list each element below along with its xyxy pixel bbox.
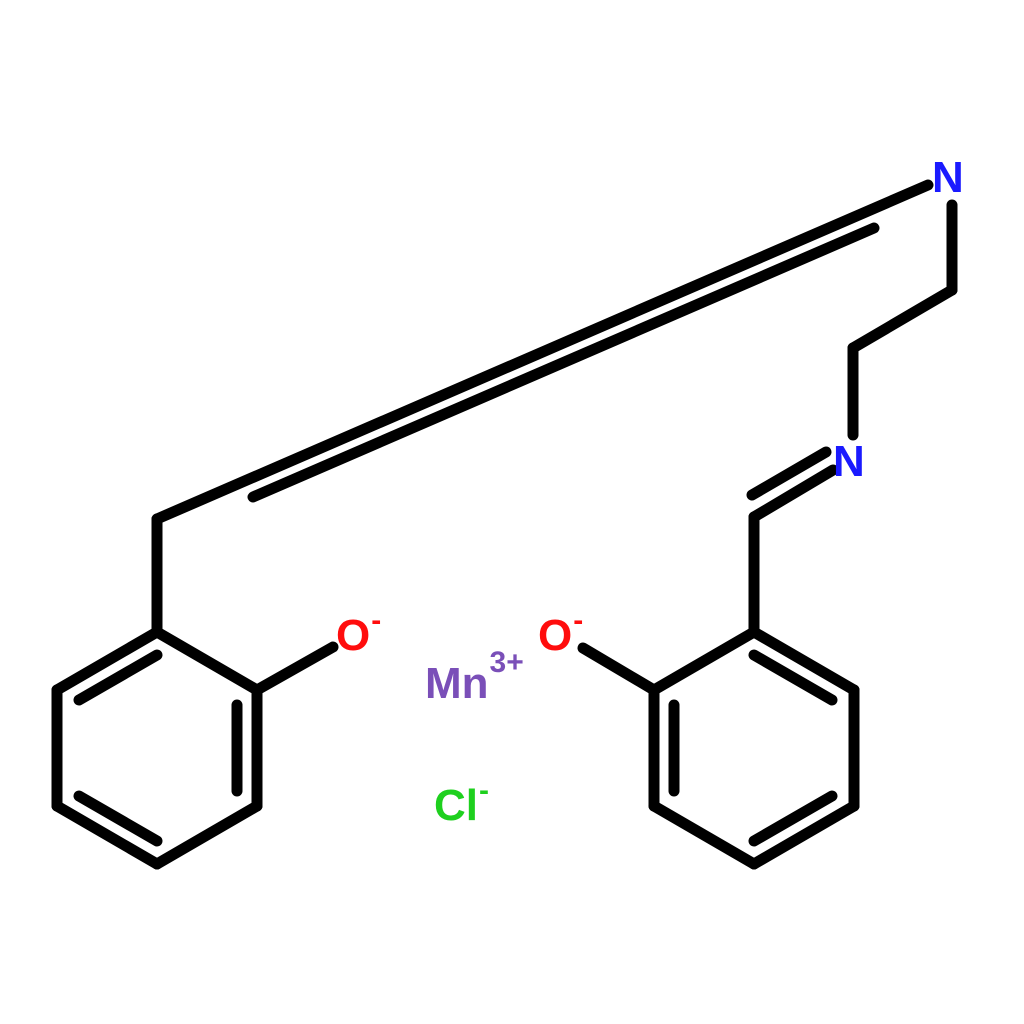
- atom-o-right: O-: [538, 606, 583, 660]
- atom-o-right-symbol: O: [538, 611, 573, 660]
- atom-cl-charge: -: [479, 774, 489, 807]
- ring-left-bond-1: [151, 626, 263, 696]
- ring-right-double-1: [748, 649, 838, 706]
- ring-left-bond-6: [51, 626, 163, 696]
- atom-o-left-symbol: O: [336, 611, 371, 660]
- atom-n-mid: N: [833, 440, 865, 484]
- atom-mn: Mn3+: [425, 648, 524, 708]
- ring-left-bond-4: [51, 800, 163, 870]
- atom-n-top: N: [932, 156, 964, 200]
- atom-n-mid-symbol: N: [833, 437, 865, 486]
- ring-left-bond-3: [151, 800, 263, 870]
- ring-right-bond-1: [748, 626, 860, 696]
- ring-right-bond-6: [648, 626, 760, 696]
- bond-alkyne-outer: [151, 179, 934, 525]
- ring-left-double-3: [73, 649, 163, 706]
- bond-alkyne-inner: [247, 222, 880, 503]
- bond-ch2-ch2: [847, 284, 958, 354]
- atom-n-top-symbol: N: [932, 153, 964, 202]
- atom-cl: Cl-: [434, 776, 489, 830]
- bond-right-c-o: [577, 642, 660, 696]
- bond-imine-outer: [748, 464, 839, 523]
- bond-left-c-o: [251, 641, 339, 696]
- atom-cl-symbol: Cl: [434, 781, 478, 830]
- atom-o-left-charge: -: [371, 604, 382, 637]
- atom-mn-charge: 3+: [489, 646, 524, 679]
- ring-right-bond-3: [748, 800, 860, 870]
- atom-o-left: O-: [336, 606, 381, 660]
- atom-mn-symbol: Mn: [425, 659, 489, 708]
- ring-right-double-2: [748, 790, 838, 847]
- ring-right-bond-4: [648, 800, 760, 870]
- bond-imine-inner: [746, 446, 832, 501]
- atom-o-right-charge: -: [573, 604, 584, 637]
- ring-left-double-2: [73, 790, 163, 847]
